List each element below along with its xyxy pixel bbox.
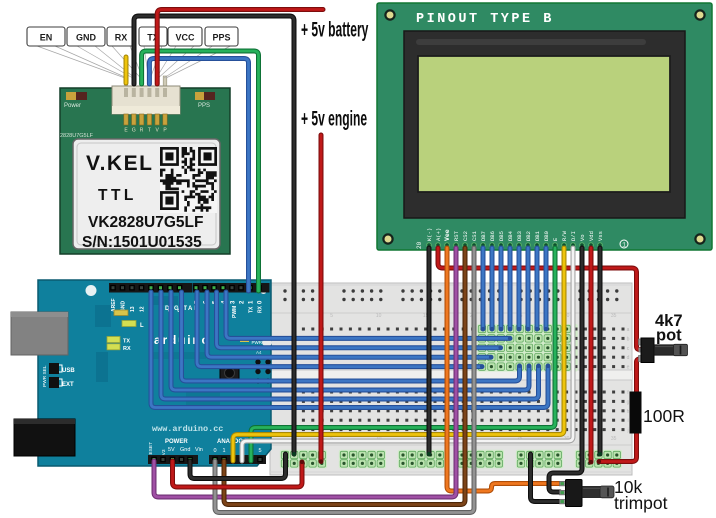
- svg-text:3V3: 3V3: [161, 449, 167, 458]
- svg-text:P: P: [163, 128, 167, 134]
- svg-text:Vss: Vss: [597, 231, 604, 241]
- svg-text:EXT: EXT: [62, 382, 74, 388]
- svg-text:Power: Power: [64, 103, 81, 109]
- svg-text:DB2: DB2: [525, 231, 532, 241]
- svg-text:TX: TX: [249, 306, 255, 313]
- svg-text:10k: 10k: [614, 477, 642, 497]
- svg-text:35: 35: [611, 313, 617, 319]
- svg-text:V.KEL: V.KEL: [86, 152, 153, 175]
- svg-text:3: 3: [231, 300, 237, 304]
- svg-text:RX: RX: [115, 33, 128, 43]
- svg-text:a: a: [627, 327, 630, 333]
- svg-text:30: 30: [564, 313, 570, 319]
- svg-text:GND: GND: [76, 33, 97, 43]
- svg-text:Vin: Vin: [195, 447, 203, 453]
- svg-text:L: L: [140, 323, 144, 329]
- svg-text:G: G: [132, 128, 136, 134]
- svg-text:R: R: [140, 128, 144, 134]
- svg-text:E: E: [124, 128, 128, 134]
- svg-text:PINOUT TYPE B: PINOUT TYPE B: [416, 12, 554, 27]
- svg-text:Vdd: Vdd: [588, 231, 595, 241]
- svg-text:5V: 5V: [168, 447, 175, 453]
- svg-text:POWER: POWER: [165, 439, 188, 445]
- svg-text:PPS: PPS: [212, 33, 230, 43]
- svg-text:RESET: RESET: [148, 442, 154, 458]
- svg-text:b: b: [627, 336, 630, 342]
- svg-text:PWR SEL: PWR SEL: [42, 365, 48, 387]
- svg-text:TTL: TTL: [98, 187, 137, 204]
- svg-text:pot: pot: [656, 327, 682, 345]
- svg-text:Vo: Vo: [579, 234, 586, 241]
- svg-text:PWM: PWM: [232, 306, 238, 318]
- svg-text:f: f: [627, 390, 629, 396]
- svg-text:USB: USB: [62, 368, 75, 374]
- svg-text:1: 1: [222, 448, 225, 454]
- svg-text:PWR: PWR: [252, 340, 263, 345]
- svg-text:R/W: R/W: [561, 230, 568, 241]
- svg-text:DB5: DB5: [498, 231, 505, 241]
- svg-text:T: T: [148, 128, 151, 134]
- svg-text:5: 5: [258, 448, 261, 454]
- svg-text:+ 5v battery: + 5v battery: [301, 18, 369, 41]
- svg-text:DB3: DB3: [516, 231, 523, 241]
- svg-text:h: h: [627, 409, 630, 415]
- svg-text:CS2: CS2: [462, 231, 469, 241]
- svg-text:1: 1: [622, 242, 626, 249]
- svg-text:1: 1: [249, 300, 255, 304]
- svg-text:10: 10: [376, 313, 382, 319]
- svg-text:AREF: AREF: [111, 298, 117, 312]
- svg-text:Gnd: Gnd: [180, 447, 190, 453]
- svg-text:TX: TX: [123, 339, 130, 345]
- svg-text:35: 35: [611, 436, 617, 442]
- svg-text:PPS: PPS: [198, 103, 210, 109]
- svg-text:RX: RX: [258, 305, 264, 313]
- svg-text:K(-): K(-): [426, 228, 433, 241]
- svg-text:DB1: DB1: [534, 230, 541, 241]
- svg-text:2: 2: [240, 300, 246, 304]
- svg-text:DB0: DB0: [543, 231, 550, 241]
- svg-text:RST: RST: [453, 230, 460, 241]
- svg-text:+ 5v engine: + 5v engine: [301, 107, 367, 130]
- svg-text:15: 15: [423, 313, 429, 319]
- svg-text:E: E: [552, 237, 559, 241]
- svg-text:VCC: VCC: [175, 33, 195, 43]
- svg-text:D/I: D/I: [570, 231, 577, 241]
- svg-text:CS1: CS1: [471, 230, 478, 241]
- svg-text:V: V: [156, 128, 160, 134]
- svg-text:EN: EN: [40, 33, 53, 43]
- svg-text:4k7: 4k7: [655, 312, 683, 330]
- svg-text:13: 13: [130, 306, 136, 312]
- svg-text:RX: RX: [123, 346, 131, 352]
- svg-text:DB7: DB7: [480, 231, 487, 241]
- svg-text:Vee: Vee: [444, 229, 451, 241]
- svg-text:e: e: [627, 365, 630, 371]
- svg-text:0: 0: [213, 448, 216, 454]
- svg-text:2828U7G5LF: 2828U7G5LF: [60, 133, 94, 139]
- svg-text:c: c: [627, 346, 630, 352]
- svg-text:VK2828U7G5LF: VK2828U7G5LF: [88, 214, 203, 231]
- svg-text:DB6: DB6: [489, 231, 496, 241]
- svg-text:j: j: [626, 428, 628, 434]
- svg-text:TX: TX: [147, 33, 159, 43]
- svg-text:i: i: [627, 418, 628, 424]
- svg-text:0: 0: [258, 300, 264, 304]
- svg-text:trimpot: trimpot: [614, 493, 668, 513]
- svg-text:d: d: [627, 355, 630, 361]
- svg-text:100R: 100R: [643, 406, 685, 426]
- svg-text:www.arduino.cc: www.arduino.cc: [152, 424, 223, 434]
- svg-text:5: 5: [330, 313, 333, 319]
- svg-text:A(+): A(+): [435, 228, 442, 241]
- svg-text:A4: A4: [256, 350, 262, 355]
- svg-text:DB4: DB4: [507, 230, 514, 241]
- svg-text:S/N:1501U01535: S/N:1501U01535: [82, 234, 202, 251]
- svg-text:GND: GND: [121, 301, 127, 313]
- svg-text:12: 12: [140, 306, 146, 312]
- svg-text:20: 20: [416, 241, 423, 249]
- svg-text:g: g: [627, 399, 630, 405]
